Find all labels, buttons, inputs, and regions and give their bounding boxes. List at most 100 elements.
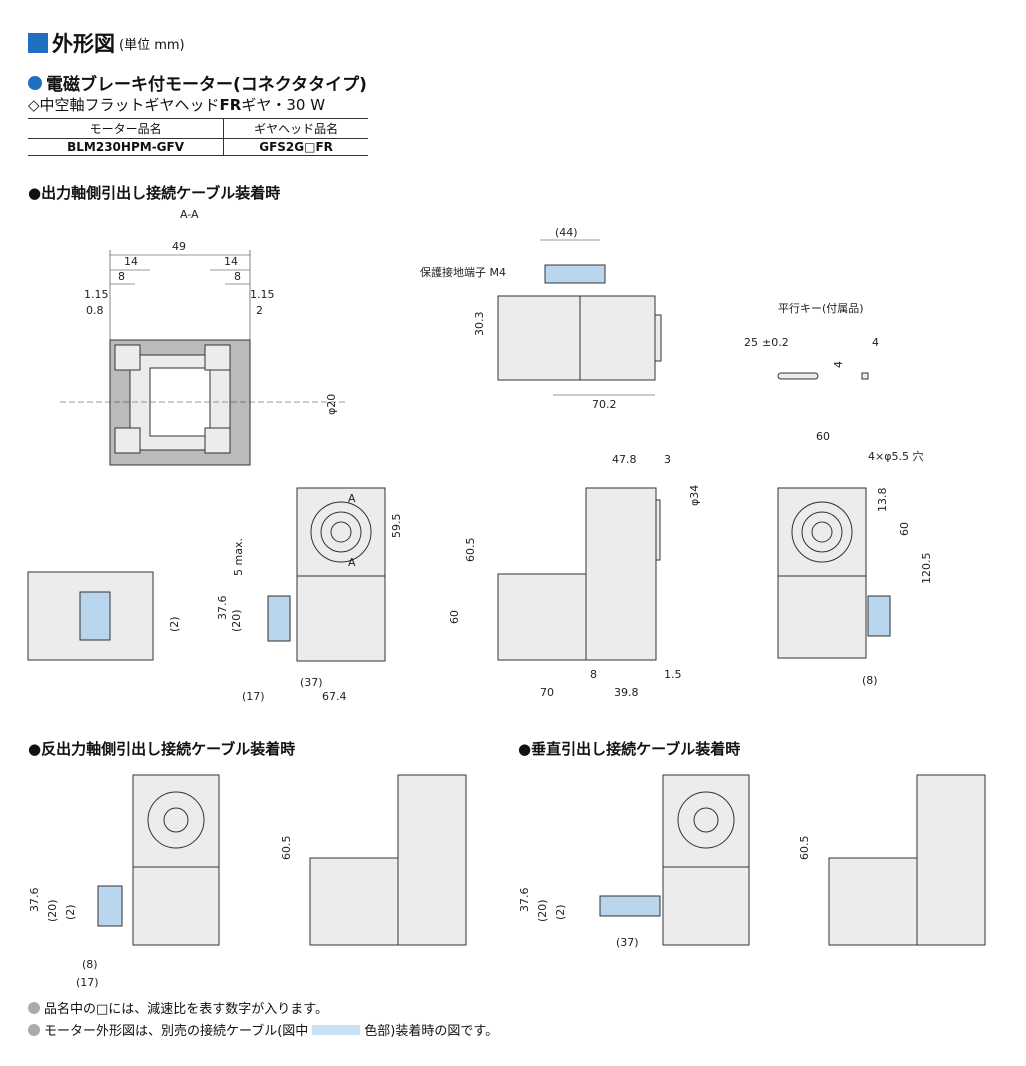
dim-text: (2) <box>64 904 77 920</box>
table-row: BLM230HPM-GFV GFS2G□FR <box>28 138 368 156</box>
dim-text: 1.15 <box>250 288 275 301</box>
dim-text: 4 <box>872 336 879 349</box>
dim-text: 2 <box>256 304 263 317</box>
dim-text: 49 <box>172 240 186 253</box>
motor-side <box>309 857 399 946</box>
shaft-boss <box>655 499 661 561</box>
dim-text: 59.5 <box>390 514 403 539</box>
dim-text: 14 <box>224 255 238 268</box>
dim-text: 8 <box>234 270 241 283</box>
bearing-bottom-left <box>114 427 141 454</box>
vertical-views: 37.6 (20) (2) (37) 60.5 <box>518 774 986 949</box>
table-header: モーター品名 <box>28 118 224 139</box>
dim-text: (17) <box>242 690 265 703</box>
shaft-hole <box>163 807 189 833</box>
dim-text: 60 <box>816 430 830 443</box>
label-a: A <box>348 556 356 569</box>
dim-text: 70 <box>540 686 554 699</box>
motor-face <box>662 866 750 946</box>
bearing-bottom-right <box>204 427 231 454</box>
dim-text: 1.15 <box>84 288 109 301</box>
gearhead-line: ◇中空軸フラットギヤヘッドFRギヤ・30 W <box>28 96 326 114</box>
dim-text: (20) <box>536 899 549 922</box>
dim-text: φ34 <box>688 485 701 506</box>
gearhead-body <box>579 295 656 381</box>
dim-text: 37.6 <box>518 888 531 913</box>
key-title: 平行キー(付属品) <box>778 302 864 315</box>
cable-color-swatch <box>312 1024 361 1035</box>
table-header: ギヤヘッド品名 <box>223 118 368 139</box>
gearhead-face <box>662 774 750 868</box>
shaft-hole <box>811 521 833 543</box>
dim-text: 13.8 <box>876 488 889 513</box>
gearhead-face <box>132 774 220 868</box>
connector-cable <box>79 591 111 641</box>
connector-cable <box>599 895 661 917</box>
bearing-top-left <box>114 344 141 371</box>
table-cell: GFS2G□FR <box>223 138 368 156</box>
section-heading-vertical: ●垂直引出し接続ケーブル装着時 <box>518 740 741 758</box>
connector-cable <box>867 595 891 637</box>
dim-text: (20) <box>46 899 59 922</box>
note-bullet-icon <box>28 1001 40 1014</box>
note-cable: モーター外形図は、別売の接続ケーブル(図中 色部)装着時の図です。 <box>28 1020 498 1039</box>
dim-text: 4 <box>832 361 845 368</box>
title-square-icon <box>28 33 48 53</box>
connector-cable <box>267 595 291 642</box>
bearing-ring <box>310 501 372 563</box>
note-bullet-icon <box>28 1023 40 1036</box>
dim-tol: ±0.2 <box>762 336 789 349</box>
dim-text: 0.8 <box>86 304 104 317</box>
motor-side <box>497 573 587 661</box>
dim-text: φ20 <box>325 394 338 415</box>
dim-text: 60 <box>448 610 461 624</box>
gearhead-side <box>585 487 657 661</box>
unit-label: (単位 mm) <box>119 37 185 53</box>
table-header-row: モーター品名 ギヤヘッド品名 <box>28 118 368 139</box>
connector-cable <box>97 885 123 927</box>
dim-text: (44) <box>555 226 578 239</box>
dim-text: 67.4 <box>322 690 347 703</box>
section-view-aa: A-A 49 14 14 8 8 1.15 0.8 1.15 2 φ20 <box>60 208 345 466</box>
gearhead-face <box>777 487 867 577</box>
dim-text: (37) <box>300 676 323 689</box>
dim-text: 3 <box>664 453 671 466</box>
dim-text: (17) <box>76 976 99 989</box>
parallel-key: 平行キー(付属品) 25 ±0.2 4 4 <box>744 302 879 380</box>
label-aa: A-A <box>180 208 199 221</box>
dim-text: 30.3 <box>473 312 486 337</box>
motor-face <box>296 575 386 662</box>
bearing-ring <box>147 791 205 849</box>
dim-text: (20) <box>230 609 243 632</box>
dim-text: 37.6 <box>216 596 229 621</box>
page-title: 外形図 (単位 mm) <box>28 28 185 58</box>
dim-text: (37) <box>616 936 639 949</box>
connector-cable <box>544 264 606 284</box>
dim-text: (2) <box>168 616 181 632</box>
motor-face <box>132 866 220 946</box>
hole-label: 4×φ5.5 穴 <box>868 449 923 463</box>
dim-text: 60.5 <box>464 538 477 563</box>
dim-text: (8) <box>862 674 878 687</box>
side-view-middle: 47.8 3 φ34 60.5 60 70 39.8 8 1.5 <box>448 453 701 699</box>
note-ratio: 品名中の□には、減速比を表す数字が入ります。 <box>28 998 328 1017</box>
dim-text: 5 max. <box>232 538 245 576</box>
dim-text: 14 <box>124 255 138 268</box>
shaft-hole <box>330 521 352 543</box>
dim-text: 1.5 <box>664 668 682 681</box>
dim-text: 8 <box>118 270 125 283</box>
dim-text: 37.6 <box>28 888 41 913</box>
dim-text: 60.5 <box>280 836 293 861</box>
key-end <box>861 372 869 380</box>
gearhead-face <box>296 487 386 577</box>
model-table: モーター品名 ギヤヘッド品名 BLM230HPM-GFV GFS2G□FR <box>28 118 368 156</box>
dim-text: 39.8 <box>614 686 639 699</box>
dim-text: (8) <box>82 958 98 971</box>
bullet-circle-icon <box>28 75 42 90</box>
label-a: A <box>348 492 356 505</box>
side-view-left <box>27 571 154 661</box>
dim-text: 60.5 <box>798 836 811 861</box>
dim-text: 70.2 <box>592 398 617 411</box>
anti-output-views: 37.6 (20) (2) (8) (17) 60.5 <box>28 774 467 989</box>
motor-side <box>828 857 918 946</box>
